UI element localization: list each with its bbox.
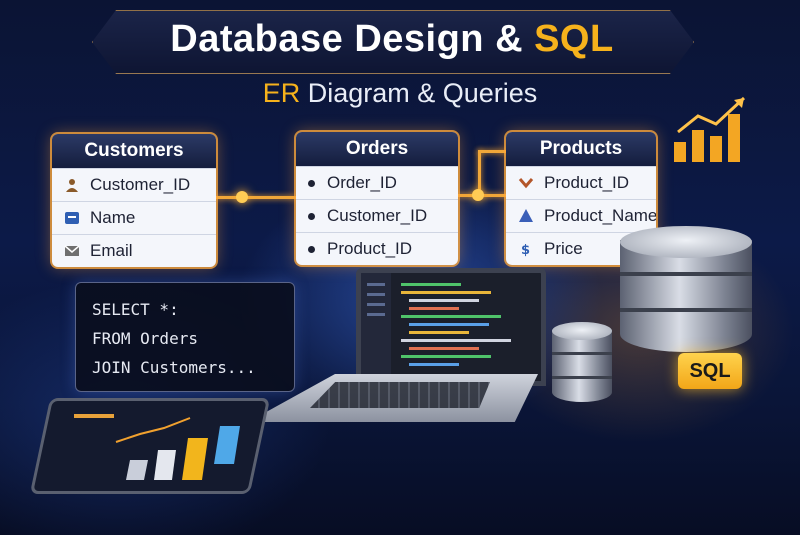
connector-line [458, 194, 510, 197]
chevron-icon [518, 178, 534, 189]
field-label: Email [90, 241, 133, 260]
field-row[interactable]: Customer_ID [52, 168, 216, 201]
cylinder-divider [620, 308, 752, 312]
entity-orders[interactable]: Orders Order_ID Customer_ID Product_ID [296, 132, 458, 265]
sql-line: FROM Orders [92, 329, 198, 348]
field-row[interactable]: Email [52, 234, 216, 267]
entity-title: Products [506, 132, 656, 166]
field-row[interactable]: Product_ID [506, 166, 656, 199]
title-main: Database Design & [170, 18, 524, 60]
page-subtitle: ER Diagram & Queries [0, 78, 800, 109]
entity-customers[interactable]: Customers Customer_ID Name Email [52, 134, 216, 267]
sql-query-panel: SELECT *: FROM Orders JOIN Customers... [75, 282, 295, 392]
cylinder-top [552, 322, 612, 340]
field-label: Product_ID [327, 239, 413, 258]
entity-title: Orders [296, 132, 458, 166]
bullet-icon [308, 179, 315, 187]
connector-line [478, 150, 481, 196]
laptop-keyboard [310, 382, 490, 408]
field-label: Name [90, 208, 136, 227]
id-card-icon [65, 212, 79, 224]
laptop-screen [356, 268, 546, 386]
field-row[interactable]: $ Price [506, 232, 656, 265]
growth-chart-icon [674, 96, 746, 162]
cylinder-divider [552, 352, 612, 355]
field-label: Order_ID [327, 173, 397, 192]
field-label: Price [544, 239, 583, 258]
field-row[interactable]: Order_ID [296, 166, 458, 199]
connector-line [478, 150, 508, 153]
sql-line: JOIN Customers... [92, 358, 256, 377]
tablet-chart-graphic [74, 414, 240, 480]
entity-products[interactable]: Products Product_ID Product_Name $ Price [506, 132, 656, 265]
field-label: Product_Name [544, 206, 656, 225]
cylinder-divider [620, 272, 752, 276]
field-label: Customer_ID [327, 206, 428, 225]
page-title: Database Design & SQL [92, 18, 692, 61]
sql-line: SELECT *: [92, 300, 179, 319]
title-banner [92, 10, 694, 74]
connector-dot [472, 189, 484, 201]
field-label: Product_ID [544, 173, 630, 192]
field-row[interactable]: Product_Name [506, 199, 656, 232]
bullet-icon [308, 245, 315, 253]
entity-title: Customers [52, 134, 216, 168]
svg-text:$: $ [521, 243, 530, 257]
database-icon [620, 240, 752, 352]
subtitle-accent: ER [262, 78, 301, 108]
dollar-icon: $ [521, 243, 530, 257]
tag-icon [519, 209, 533, 222]
field-row[interactable]: Name [52, 201, 216, 234]
field-row[interactable]: Product_ID [296, 232, 458, 265]
connector-dot [236, 191, 248, 203]
cylinder-top [620, 226, 752, 258]
subtitle-rest: Diagram & Queries [307, 78, 538, 108]
bullet-icon [308, 212, 315, 220]
title-accent: SQL [534, 18, 614, 60]
cylinder-divider [552, 376, 612, 379]
small-database-icon [552, 330, 612, 402]
connector-line [216, 196, 296, 199]
envelope-icon [64, 245, 80, 256]
code-editor-graphic [361, 273, 511, 381]
field-label: Customer_ID [90, 175, 191, 194]
sql-badge: SQL [678, 353, 742, 389]
person-icon [66, 179, 78, 192]
field-row[interactable]: Customer_ID [296, 199, 458, 232]
